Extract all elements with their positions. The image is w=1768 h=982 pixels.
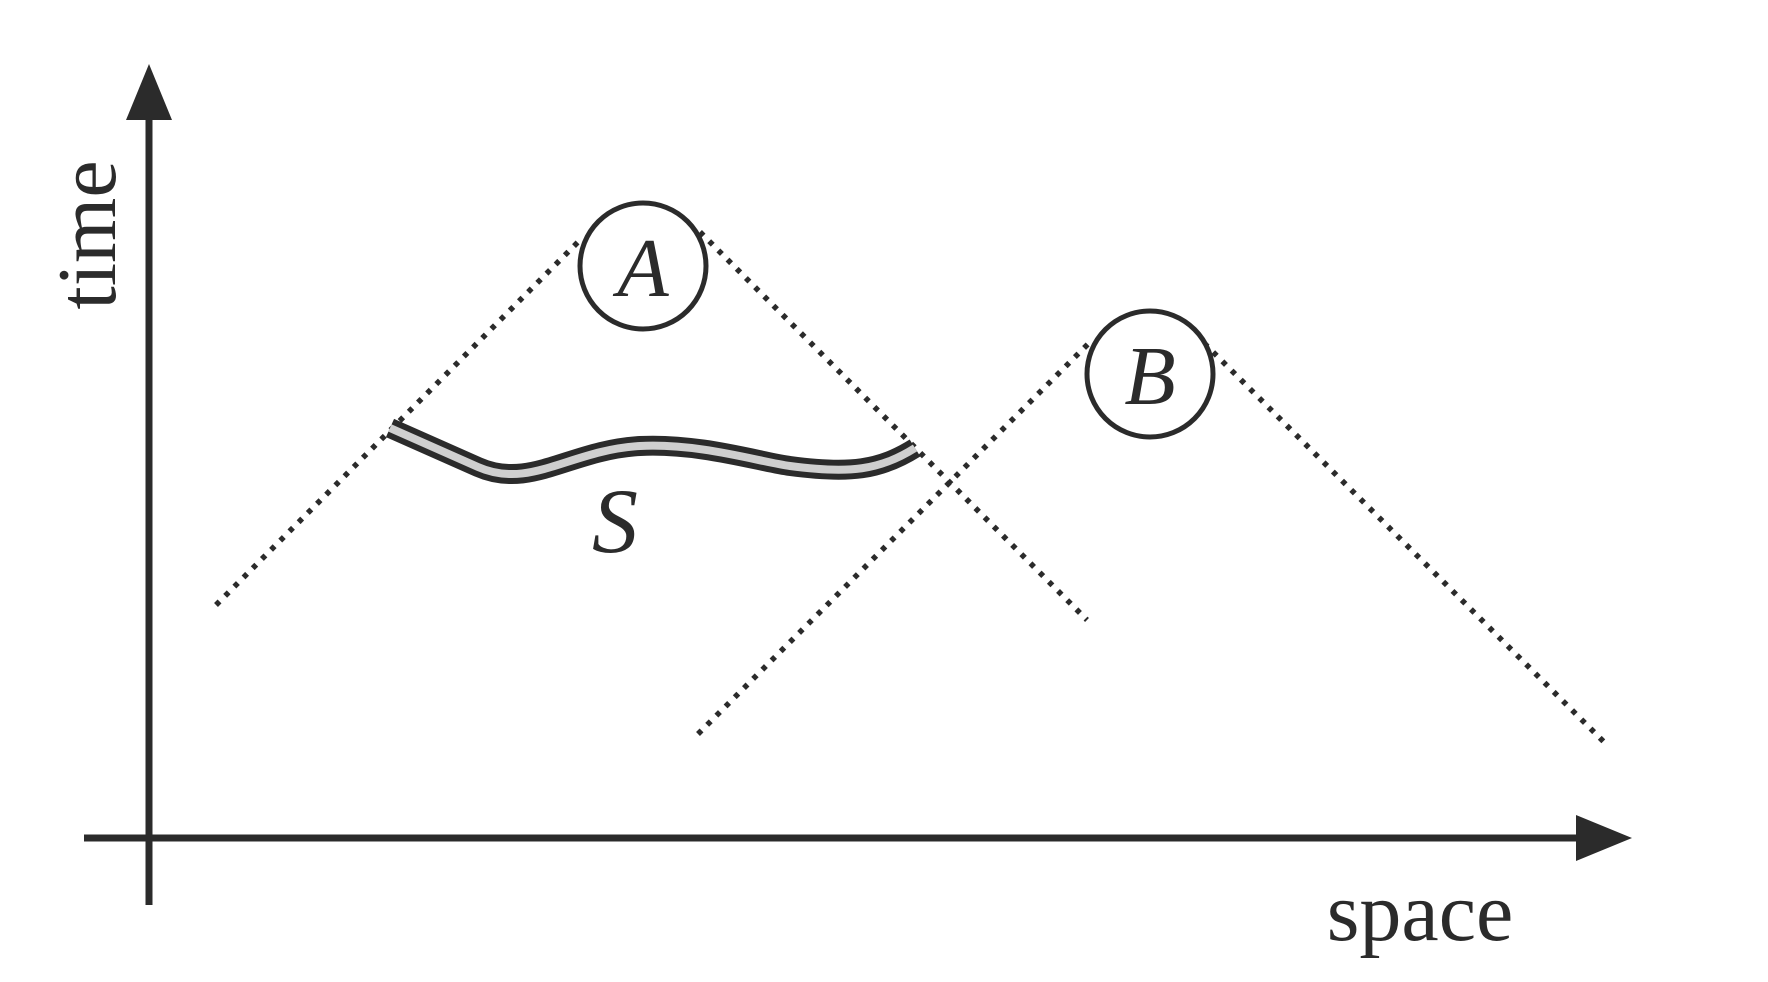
- time-axis-label: time: [41, 160, 134, 309]
- event-b-label: B: [1124, 330, 1175, 423]
- time-axis-arrowhead: [126, 64, 172, 120]
- event-a-circle: [577, 200, 709, 332]
- event-b-circle: [1084, 308, 1216, 440]
- spacelike-surface: [385, 418, 921, 485]
- space-axis-label: space: [1327, 866, 1514, 959]
- event-a: A: [577, 200, 709, 332]
- event-a-label: A: [612, 222, 669, 315]
- surface-label: S: [592, 470, 638, 572]
- event-b: B: [1084, 308, 1216, 440]
- light-cone-b-right: [1202, 341, 1609, 747]
- light-cone-b-left: [696, 338, 1094, 736]
- space-axis-arrowhead: [1576, 815, 1632, 861]
- light-cone-a-right: [698, 230, 1089, 622]
- light-cone-a-left: [214, 236, 584, 607]
